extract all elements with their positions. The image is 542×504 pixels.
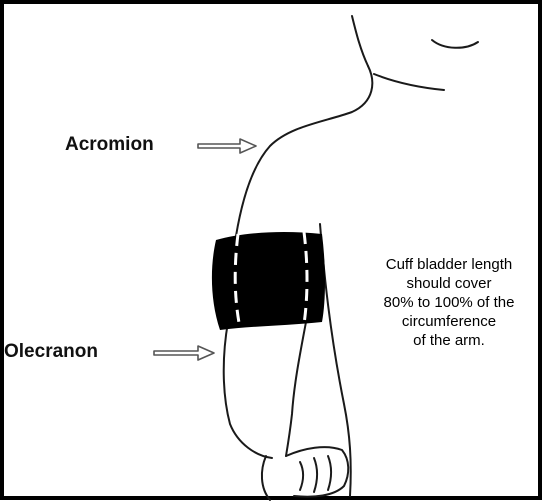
shoulder-outline [236,66,372,236]
forearm-outer [224,322,272,458]
olecranon-arrow [154,346,214,360]
acromion-label: Acromion [65,135,154,154]
note-line: should cover [354,274,542,293]
neck-line [352,16,368,66]
knuckle-lines [300,456,331,492]
arm-illustration [4,4,542,504]
note-line: Cuff bladder length [354,255,542,274]
cuff-note: Cuff bladder length should cover 80% to … [354,255,542,350]
note-line: circumference [354,312,542,331]
note-line: of the arm. [354,331,542,350]
olecranon-label: Olecranon [4,342,98,361]
fist-outline [262,447,348,500]
note-line: 80% to 100% of the [354,293,542,312]
forearm-inner [286,322,306,456]
acromion-arrow [198,139,256,153]
collarbone-line [374,74,444,90]
chin-line [432,40,478,48]
